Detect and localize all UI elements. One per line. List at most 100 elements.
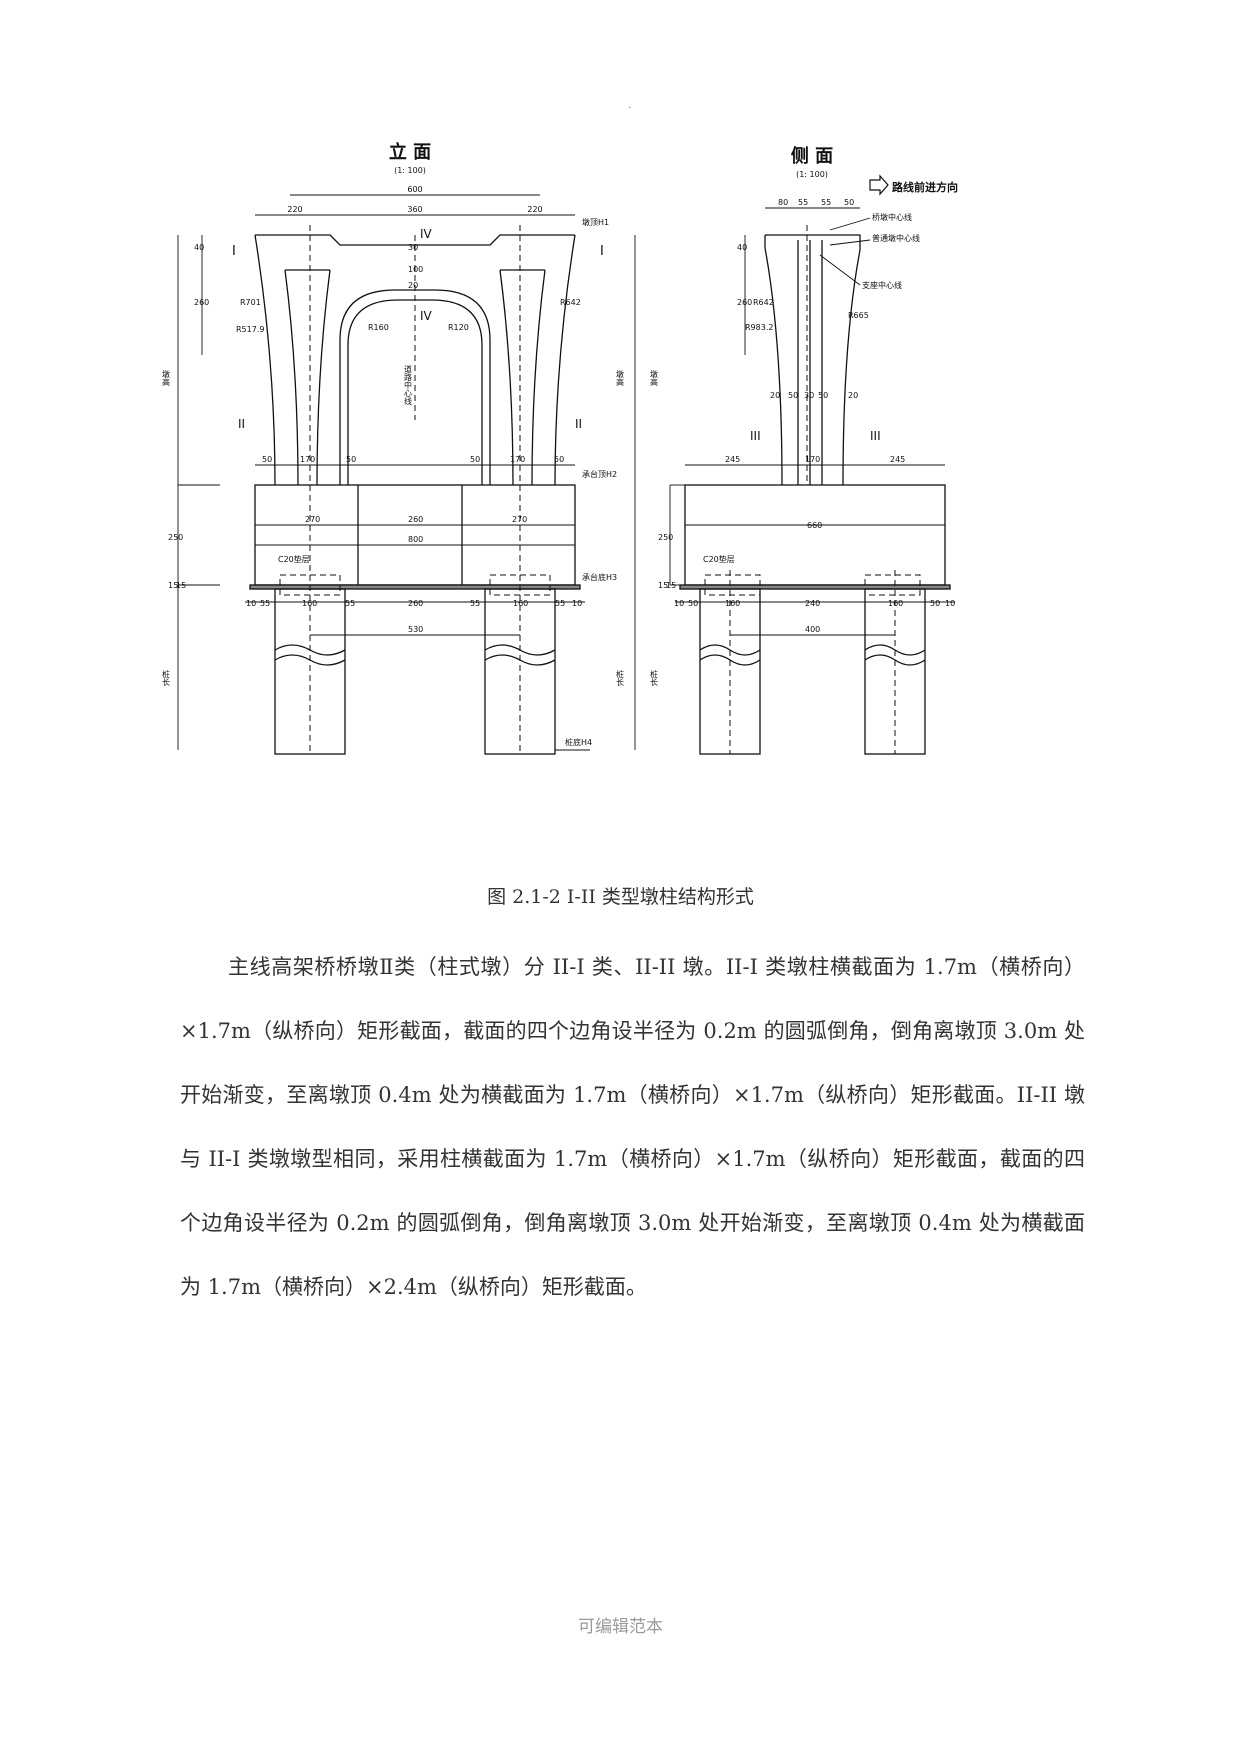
dim-text: 40 [737, 243, 747, 252]
dim-text: 55 [798, 198, 808, 207]
level-label: 墩顶H1 [582, 217, 609, 227]
pier-height-label: 墩高 [616, 369, 625, 387]
level-label: 承台顶H2 [582, 469, 617, 479]
figure-caption: 图 2.1-2 I-II 类型墩柱结构形式 [487, 886, 754, 908]
radius-label: R665 [848, 311, 869, 320]
pile-length-label: 桩长 [616, 669, 625, 687]
dim-text: 245 [725, 455, 740, 464]
dim-text: 400 [805, 625, 820, 634]
dim-text: 50 [554, 455, 564, 464]
dim-text: 55 [555, 599, 565, 608]
radius-label: R120 [448, 323, 469, 332]
dim-text: 20 [770, 391, 780, 400]
pier-height-label: 墩高 [650, 369, 659, 387]
side-title: 侧 面 [791, 146, 833, 167]
dim-text: 10 [945, 599, 955, 608]
dim-text: 15 [176, 581, 186, 590]
radius-label: R160 [368, 323, 389, 332]
dim-text: 260 [408, 515, 423, 524]
radius-label: R517.9 [236, 325, 264, 334]
dim-text: 220 [527, 205, 542, 214]
dim-text: 20 [408, 281, 418, 290]
dim-text: 15 [168, 581, 178, 590]
body-paragraph: 主线高架桥桥墩Ⅱ类（柱式墩）分 II-I 类、II-II 墩。II-I 类墩柱横… [180, 955, 1085, 1299]
section-mark: II [238, 417, 245, 431]
section-mark: II [575, 417, 582, 431]
dim-text: 50 [346, 455, 356, 464]
front-title: 立 面 [389, 141, 431, 163]
drawing-canvas: 立 面 (1: 100) 600 220 360 220 I I IV IV I… [162, 141, 958, 755]
dim-text: 30 [804, 391, 814, 400]
section-mark: I [600, 244, 604, 259]
pier-height-label: 墩高 [162, 369, 171, 387]
dim-text: 220 [287, 205, 302, 214]
dim-text: 250 [168, 533, 183, 542]
side-pile-cap [684, 484, 946, 586]
centerline-label: 普通墩中心线 [872, 233, 920, 243]
radius-label: R642 [560, 298, 581, 307]
dim-text: 55 [821, 198, 831, 207]
dim-text: 250 [658, 533, 673, 542]
page-dot: . [628, 100, 632, 111]
level-label: 承台底H3 [582, 572, 617, 582]
dim-text: 270 [305, 515, 320, 524]
dim-text: 170 [300, 455, 315, 464]
radius-label: R642 [753, 298, 774, 307]
radius-label: R701 [240, 298, 261, 307]
cushion-label: C20垫层 [278, 554, 310, 564]
radius-label: R983.2 [745, 323, 773, 332]
dim-text: 260 [194, 298, 209, 307]
front-scale: (1: 100) [394, 166, 426, 175]
road-center-label: 道路中心线 [404, 364, 413, 405]
dim-text: 40 [194, 243, 204, 252]
dim-text: 15 [658, 581, 668, 590]
section-mark: IV [420, 227, 433, 241]
section-mark: III [750, 429, 761, 443]
dim-text: 55 [470, 599, 480, 608]
dim-text: 10 [246, 599, 256, 608]
pile-length-label: 桩长 [650, 669, 659, 687]
front-left-leg-inner-a [284, 269, 299, 486]
dim-text: 55 [345, 599, 355, 608]
front-left-leg-outer [254, 234, 276, 486]
dim-text: 50 [788, 391, 798, 400]
dim-text: 260 [408, 599, 423, 608]
pile-length-label: 桩长 [162, 669, 171, 687]
side-pier-top [765, 234, 861, 250]
dim-text: 600 [407, 185, 422, 194]
dim-text: 530 [408, 625, 423, 634]
section-mark: III [870, 429, 881, 443]
dim-text: 170 [510, 455, 525, 464]
dim-text: 800 [408, 535, 423, 544]
dim-text: 80 [778, 198, 788, 207]
dim-text: 55 [260, 599, 270, 608]
dim-text: 270 [512, 515, 527, 524]
section-mark: IV [420, 309, 433, 323]
section-mark: I [232, 244, 236, 259]
dim-text: 10 [572, 599, 582, 608]
side-left-outer [764, 235, 783, 486]
cushion-label: C20垫层 [703, 554, 735, 564]
dim-text: 160 [725, 599, 740, 608]
dim-text: 660 [807, 521, 822, 530]
dim-text: 50 [688, 599, 698, 608]
dim-text: 30 [408, 243, 418, 252]
dim-text: 50 [262, 455, 272, 464]
dim-text: 50 [818, 391, 828, 400]
dim-text: 360 [407, 205, 422, 214]
dim-text: 160 [513, 599, 528, 608]
engineering-drawing: 立 面 (1: 100) 600 220 360 220 I I IV IV I… [162, 140, 1090, 880]
centerline-label: 桥墩中心线 [872, 212, 912, 222]
dim-text: 10 [674, 599, 684, 608]
dim-text: 245 [890, 455, 905, 464]
direction-label: 路线前进方向 [892, 180, 958, 194]
dim-text: 50 [844, 198, 854, 207]
dim-text: 240 [805, 599, 820, 608]
dim-text: 20 [848, 391, 858, 400]
side-scale: (1: 100) [796, 170, 828, 179]
centerline-label: 支座中心线 [862, 280, 902, 290]
page-footer: 可编辑范本 [578, 1617, 663, 1637]
dim-text: 260 [737, 298, 752, 307]
dim-text: 100 [408, 265, 423, 274]
dim-text: 15 [666, 581, 676, 590]
